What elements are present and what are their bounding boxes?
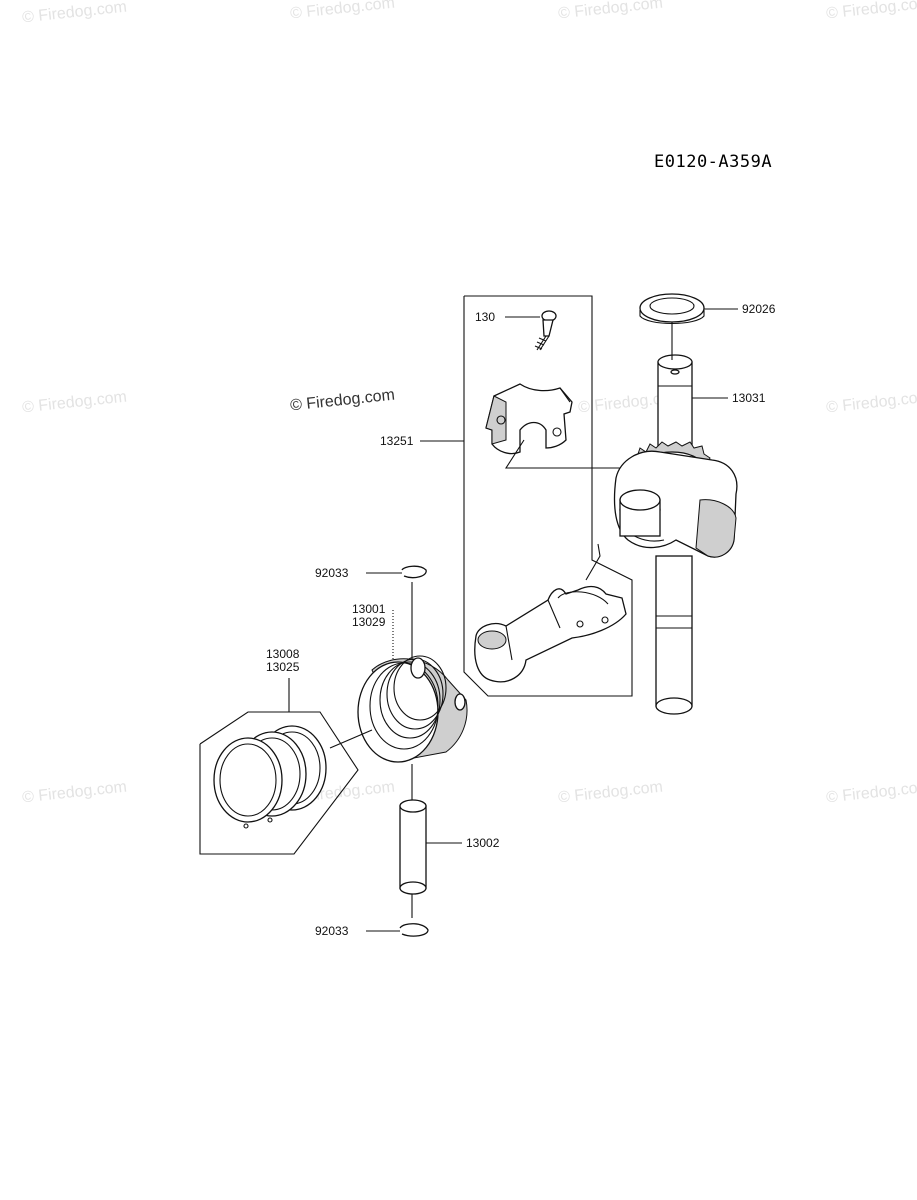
connecting-rod [474, 585, 627, 683]
part-number-13251[interactable]: 13251 [380, 434, 414, 448]
piston-pin [399, 764, 462, 918]
part-number-13002[interactable]: 13002 [466, 836, 500, 850]
part-number-13029[interactable]: 13029 [352, 615, 386, 629]
part-number-13025[interactable]: 13025 [266, 660, 300, 674]
part-number-13008[interactable]: 13008 [266, 647, 300, 661]
piston-pin-clip-top [366, 565, 427, 660]
conrod-bolt [505, 310, 557, 351]
part-number-92026[interactable]: 92026 [742, 302, 776, 316]
leader-cap-to-crankpin [504, 439, 628, 469]
conrod-cap [485, 383, 573, 455]
leader-piston-to-rings [329, 729, 373, 749]
part-number-130[interactable]: 130 [475, 310, 496, 324]
piston-rings [213, 725, 327, 829]
piston-pin-clip-bottom [366, 923, 429, 937]
thrust-washer [639, 293, 738, 360]
part-number-13031[interactable]: 13031 [732, 391, 766, 405]
part-number-92033-top[interactable]: 92033 [315, 566, 349, 580]
leader-rod-to-crank [585, 543, 601, 581]
crankshaft [613, 354, 738, 715]
piston [357, 610, 468, 763]
diagram-code: E0120-A359A [654, 152, 773, 172]
conrod-group-frame [463, 295, 633, 697]
part-number-92033-bottom[interactable]: 92033 [315, 924, 349, 938]
piston-rings-frame [199, 711, 359, 855]
part-number-13001[interactable]: 13001 [352, 602, 386, 616]
